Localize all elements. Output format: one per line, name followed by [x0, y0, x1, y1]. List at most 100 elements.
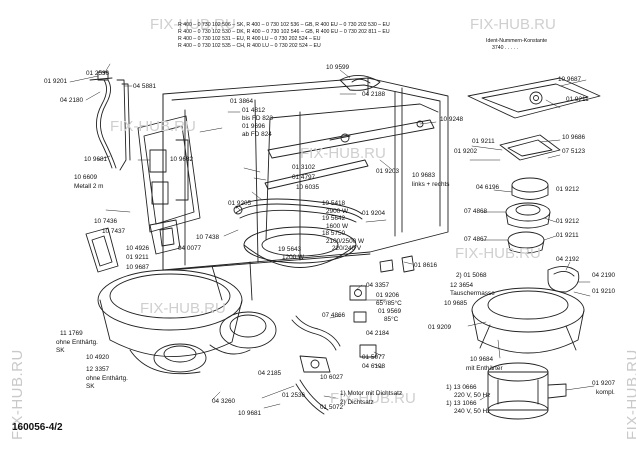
part-label: 01 9211 [556, 232, 579, 239]
drawing-number: 160056-4/2 [12, 422, 63, 433]
part-label: 01 9211 [566, 96, 589, 103]
drain-hose [291, 315, 341, 415]
part-label: 01 9205 [228, 200, 252, 207]
part-label: Tauschermasse [450, 290, 495, 297]
part-label: 1) 13 0666 [446, 384, 477, 391]
part-label: 1200 W [282, 254, 305, 261]
model-variant-line: R 400 – 0 730 102 506 – SK, R 400 – 0 73… [178, 22, 390, 28]
part-label: 01 9569 [378, 308, 402, 315]
part-label: 04 3357 [366, 282, 390, 289]
part-label: mit Enthärter [466, 365, 503, 372]
part-label: 04 2184 [366, 330, 390, 337]
model-variant-line: R 400 – 0 730 102 531 – EU, R 400 LU – 0… [178, 36, 321, 42]
part-label: 10 9681 [238, 410, 262, 417]
part-label: 10 9682 [170, 156, 194, 163]
side-bracket [149, 219, 181, 255]
part-label: 19 5643 [278, 246, 302, 253]
part-label: SK [56, 347, 65, 354]
tub-floor [243, 226, 357, 268]
part-label: 10 7436 [94, 218, 118, 225]
part-label: 01 9202 [454, 148, 478, 155]
part-label: 04 3260 [212, 398, 236, 405]
part-label: 10 9248 [440, 116, 464, 123]
part-label: ohne Enthärtg. [56, 339, 98, 346]
part-label: 10 9687 [126, 264, 150, 271]
part-label: 10 4920 [86, 354, 110, 361]
part-label: 04 2188 [362, 91, 386, 98]
upper-spray-bar [267, 75, 435, 159]
part-label: 07 4867 [464, 236, 488, 243]
part-label: 01 9211 [472, 138, 495, 145]
watermark: FIX-HUB.RU [300, 145, 386, 162]
part-label: 01 2536 [282, 392, 306, 399]
part-label: 1) 13 1066 [446, 400, 477, 407]
part-label: 2) 01 5068 [456, 272, 487, 279]
part-label: 10 6027 [320, 374, 344, 381]
part-label: kompl. [596, 389, 615, 396]
supply-hose [89, 71, 131, 171]
part-label: 10 9685 [444, 300, 468, 307]
part-label: 10 7437 [102, 228, 126, 235]
part-label: 07 5123 [562, 148, 586, 155]
model-variant-line: R 400 – 0 730 102 530 – DK, R 400 – 0 73… [178, 29, 390, 35]
part-label: 11 1769 [60, 330, 83, 337]
spray-arm [467, 77, 601, 119]
part-label: 2) Dichtsatz [340, 399, 374, 406]
part-label: 10 7438 [196, 234, 220, 241]
model-variant-line: R 400 – 0 730 102 535 – CH, R 400 LU – 0… [178, 43, 321, 49]
part-label: 2100/2500 W [326, 238, 365, 245]
part-label: 2900 W [326, 208, 349, 215]
watermark: FIX-HUB.RU [624, 349, 636, 440]
part-label: 220 V, 50 Hz [454, 392, 491, 399]
part-label: 01 4797 [292, 174, 316, 181]
part-label: 240 V, 50 Hz [454, 408, 491, 415]
thermostat [349, 255, 415, 358]
part-label: ab FD 824 [242, 131, 272, 138]
part-label: 04 6198 [362, 363, 386, 370]
part-label: 12 3654 [450, 282, 474, 289]
watermark: FIX-HUB.RU [150, 16, 236, 33]
part-label: 10 9599 [326, 64, 350, 71]
part-label: Metall 2 m [74, 183, 104, 190]
part-label: 65°/85°C [376, 300, 402, 307]
part-label: 10 9683 [412, 172, 436, 179]
part-label: 04 5881 [133, 83, 157, 90]
part-label: 19 5418 [322, 200, 346, 207]
part-label: 01 9207 [592, 380, 616, 387]
part-label: 85°C [384, 316, 399, 323]
part-label: 04 2190 [592, 272, 616, 279]
part-label: 04 6196 [476, 184, 500, 191]
part-label: 01 5072 [320, 404, 344, 411]
watermark: FIX-HUB.RU [455, 245, 541, 262]
base-sump [97, 269, 277, 375]
sump-housing [471, 266, 585, 354]
part-label: 10 6035 [296, 184, 320, 191]
part-label: 10 9686 [562, 134, 586, 141]
part-label: 04 2180 [60, 97, 84, 104]
ident-value: 3740 . . . . . [492, 45, 518, 51]
part-label: links + rechts [412, 181, 450, 188]
part-label: 01 3102 [292, 164, 316, 171]
part-label: ohne Enthärtg. [86, 375, 128, 382]
part-label: 01 9696 [242, 123, 266, 130]
part-label: 01 2536 [86, 70, 110, 77]
part-label: 01 9210 [592, 288, 616, 295]
part-label: 10 9687 [558, 76, 582, 83]
part-label: 04 2192 [556, 256, 580, 263]
part-label: 220/240 V [332, 245, 362, 252]
part-label: 01 3864 [230, 98, 254, 105]
part-label: 01 9211 [126, 254, 149, 261]
watermark: FIX-HUB.RU [330, 390, 416, 407]
part-label: 01 9204 [362, 210, 386, 217]
part-label: 01 9212 [556, 218, 580, 225]
part-label: 07 4868 [464, 208, 488, 215]
part-label: 01 9201 [44, 78, 68, 85]
part-label: SK [86, 383, 95, 390]
part-label: 01 9206 [376, 292, 400, 299]
door-inner-panel [137, 115, 201, 233]
part-label: 1) Motor mit Dichtsatz [340, 390, 403, 397]
part-label: 10 4926 [126, 245, 150, 252]
part-label: 19 5642 [322, 215, 346, 222]
aquastop-valve [85, 227, 119, 273]
